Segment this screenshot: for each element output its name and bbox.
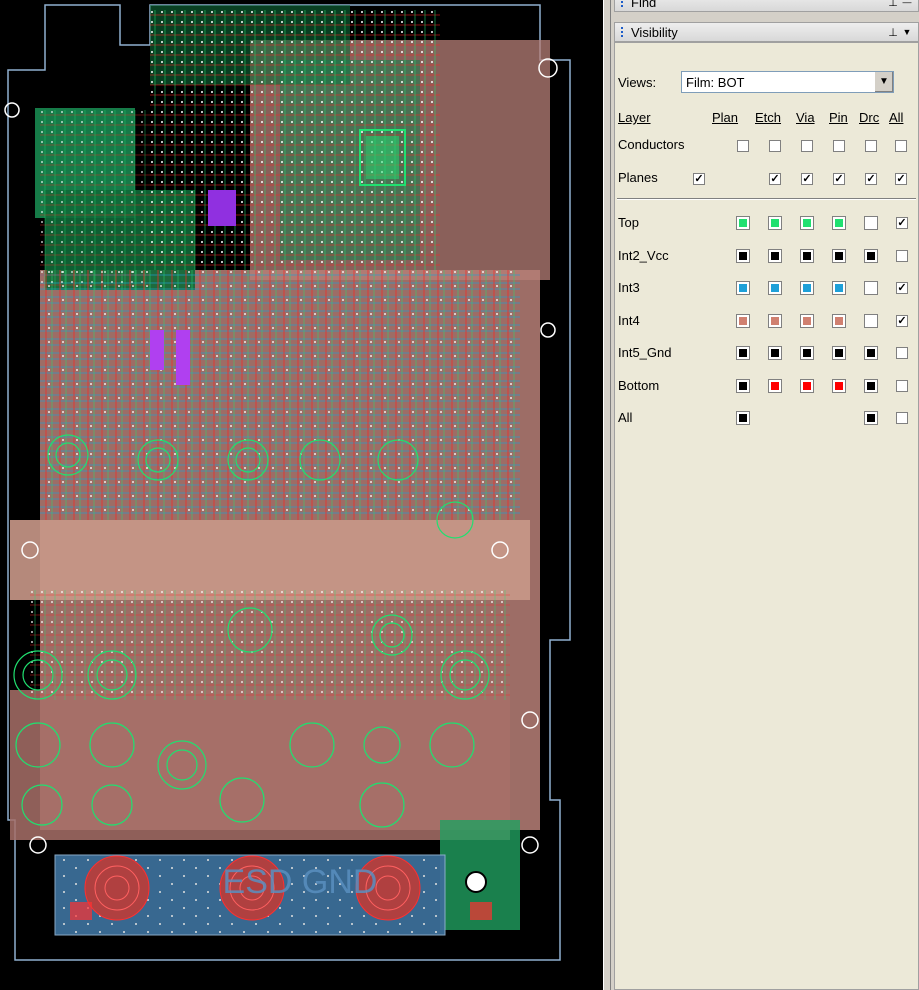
color-swatch-via[interactable] (800, 314, 814, 328)
color-swatch-drc[interactable] (864, 379, 878, 393)
checkbox-all[interactable] (896, 380, 908, 392)
color-swatch-drc[interactable] (864, 249, 878, 263)
color-swatch-via[interactable] (800, 216, 814, 230)
board-outline (7, 4, 571, 961)
color-swatch-plan[interactable] (736, 314, 750, 328)
views-dropdown[interactable]: Film: BOT ▼ (681, 71, 894, 93)
global-row-label: Conductors (618, 137, 685, 152)
color-swatch-pin[interactable] (832, 379, 846, 393)
global-row-label: Planes (618, 170, 658, 185)
color-swatch-drc[interactable] (864, 314, 878, 328)
color-swatch-etch[interactable] (768, 281, 782, 295)
board-silkscreen-text: ESD GND (223, 863, 378, 901)
divider (617, 198, 916, 200)
color-swatch-drc[interactable] (864, 346, 878, 360)
panel-splitter[interactable] (603, 0, 611, 990)
layer-name-bottom: Bottom (618, 378, 660, 393)
grip-icon (621, 0, 627, 7)
color-swatch-etch[interactable] (768, 379, 782, 393)
pin-icon[interactable]: ⊥ (888, 0, 898, 9)
color-swatch-etch[interactable] (768, 314, 782, 328)
checkbox-via[interactable] (801, 140, 813, 152)
pcb-layout-view[interactable]: ESD GND (0, 0, 603, 990)
color-swatch-pin[interactable] (832, 249, 846, 263)
checkbox-all[interactable] (896, 347, 908, 359)
layer-name-top: Top (618, 215, 639, 230)
color-swatch-plan[interactable] (736, 281, 750, 295)
column-header-via[interactable]: Via (796, 110, 815, 125)
checkbox-etch[interactable]: ✓ (769, 173, 781, 185)
dropdown-arrow-icon[interactable]: ▼ (902, 27, 912, 37)
column-header-etch[interactable]: Etch (755, 110, 782, 125)
dropdown-arrow-icon[interactable]: ▼ (874, 72, 893, 92)
checkbox-plan[interactable] (737, 140, 749, 152)
checkbox-drc[interactable]: ✓ (865, 173, 877, 185)
color-swatch-etch[interactable] (768, 249, 782, 263)
checkbox-pin[interactable]: ✓ (833, 173, 845, 185)
color-swatch-plan[interactable] (736, 216, 750, 230)
visibility-panel-title: Visibility (631, 24, 678, 40)
grip-icon (621, 27, 627, 37)
layer-name-int2_vcc: Int2_Vcc (618, 248, 669, 263)
column-header-all[interactable]: All (889, 110, 904, 125)
checkbox-all[interactable]: ✓ (896, 217, 908, 229)
find-panel-header[interactable]: Find ⊥ — (614, 0, 919, 12)
find-panel-title: Find (631, 0, 657, 10)
column-header-plan[interactable]: Plan (712, 110, 739, 125)
visibility-panel-body: Views: Film: BOT ▼ Layer Plan Etch Via P… (614, 42, 919, 990)
pcb-canvas[interactable]: ESD GND (0, 0, 603, 990)
color-swatch-plan[interactable] (736, 411, 750, 425)
checkbox-drc[interactable] (865, 140, 877, 152)
color-swatch-via[interactable] (800, 281, 814, 295)
options-panel: Find ⊥ — Visibility ⊥ ▼ Views: Film: BOT… (611, 0, 919, 990)
checkbox-via[interactable]: ✓ (801, 173, 813, 185)
color-swatch-pin[interactable] (832, 314, 846, 328)
checkbox-all[interactable] (896, 412, 908, 424)
color-swatch-plan[interactable] (736, 249, 750, 263)
checkbox-all[interactable]: ✓ (895, 173, 907, 185)
color-swatch-via[interactable] (800, 249, 814, 263)
color-swatch-drc[interactable] (864, 411, 878, 425)
layer-name-all: All (618, 410, 633, 425)
checkbox-pin[interactable] (833, 140, 845, 152)
column-header-layer[interactable]: Layer (618, 110, 651, 125)
color-swatch-drc[interactable] (864, 281, 878, 295)
column-header-pin[interactable]: Pin (829, 110, 848, 125)
color-swatch-etch[interactable] (768, 216, 782, 230)
color-swatch-pin[interactable] (832, 216, 846, 230)
views-selected-value: Film: BOT (686, 75, 745, 90)
pin-icon[interactable]: ⊥ (888, 26, 898, 39)
checkbox-all[interactable]: ✓ (896, 282, 908, 294)
checkbox-all[interactable] (896, 250, 908, 262)
color-swatch-via[interactable] (800, 346, 814, 360)
color-swatch-plan[interactable] (736, 379, 750, 393)
color-swatch-pin[interactable] (832, 346, 846, 360)
color-swatch-etch[interactable] (768, 346, 782, 360)
checkbox-etch[interactable] (769, 140, 781, 152)
close-icon[interactable]: — (902, 0, 912, 7)
checkbox-all[interactable]: ✓ (896, 315, 908, 327)
color-swatch-drc[interactable] (864, 216, 878, 230)
checkbox-all[interactable] (895, 140, 907, 152)
color-swatch-plan[interactable] (736, 346, 750, 360)
views-label: Views: (618, 75, 657, 90)
layer-name-int3: Int3 (618, 280, 640, 295)
layer-name-int5_gnd: Int5_Gnd (618, 345, 672, 360)
color-swatch-pin[interactable] (832, 281, 846, 295)
layer-name-int4: Int4 (618, 313, 640, 328)
checkbox-plan[interactable]: ✓ (693, 173, 705, 185)
column-header-drc[interactable]: Drc (859, 110, 880, 125)
color-swatch-via[interactable] (800, 379, 814, 393)
visibility-panel-header[interactable]: Visibility ⊥ ▼ (614, 22, 919, 42)
